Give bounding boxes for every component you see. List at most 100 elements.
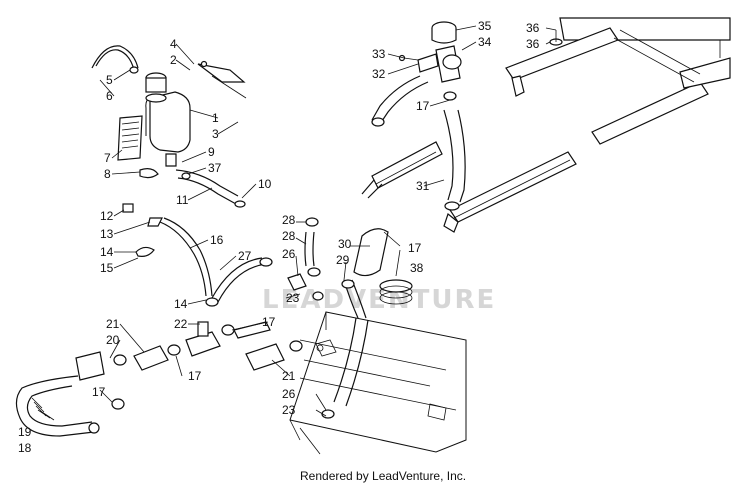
adapter-20 bbox=[75, 351, 105, 381]
tank-fitting bbox=[165, 153, 177, 167]
hose-31 bbox=[371, 75, 429, 125]
callout-20: 20 bbox=[106, 333, 120, 347]
frame-plate bbox=[289, 311, 467, 455]
leader-lines bbox=[99, 25, 557, 417]
callout-16: 16 bbox=[210, 233, 224, 247]
hose-21-right bbox=[245, 343, 285, 371]
clamp-30 bbox=[444, 201, 460, 211]
clamp-25 bbox=[259, 257, 273, 267]
callout-12: 12 bbox=[100, 209, 114, 223]
cooler-upper bbox=[371, 141, 443, 189]
callout-17e: 17 bbox=[416, 99, 430, 113]
callout-35: 36 bbox=[526, 37, 540, 51]
cooler-lower bbox=[449, 151, 577, 223]
fitting-13 bbox=[147, 217, 163, 227]
overflow-hose bbox=[175, 169, 239, 205]
callout-19: 19 bbox=[18, 425, 32, 439]
callout-11: 11 bbox=[176, 193, 189, 207]
clamp-10 bbox=[234, 200, 246, 208]
callout-36: 36 bbox=[526, 21, 540, 35]
clamp-17-bottom bbox=[111, 398, 125, 410]
watermark: LEADVENTURE bbox=[262, 285, 496, 315]
clamp-17-lower bbox=[289, 340, 303, 352]
callout-38: 38 bbox=[410, 261, 424, 275]
callout-34: 35 bbox=[478, 19, 492, 33]
spring-19 bbox=[31, 397, 55, 421]
clamp-17-left bbox=[113, 354, 127, 366]
callout-5: 5 bbox=[106, 73, 113, 87]
callout-31: 32 bbox=[372, 67, 386, 81]
clamp-28-right bbox=[341, 279, 355, 289]
callout-33: 34 bbox=[478, 35, 492, 49]
callout-1: 1 bbox=[212, 111, 219, 125]
clamp-28-top bbox=[305, 217, 319, 227]
callout-8: 8 bbox=[104, 167, 111, 181]
callout-30: 31 bbox=[416, 179, 430, 193]
clamp-28-mid bbox=[307, 267, 321, 277]
clamp-17-center bbox=[167, 344, 181, 356]
callout-37: 37 bbox=[208, 161, 222, 175]
callout-17b: 17 bbox=[188, 369, 202, 383]
thermostat-housing bbox=[398, 21, 462, 83]
decal-label bbox=[117, 115, 143, 161]
callout-21: 21 bbox=[106, 317, 120, 331]
callout-18: 18 bbox=[18, 441, 32, 455]
clamp-14b bbox=[205, 297, 219, 307]
radiator-frame bbox=[505, 17, 731, 145]
callout-32: 33 bbox=[372, 47, 386, 61]
hose-30 bbox=[443, 109, 466, 203]
hose-29 bbox=[353, 228, 389, 277]
screw-head bbox=[200, 60, 208, 68]
callout-14: 14 bbox=[100, 245, 114, 259]
tank-bracket bbox=[197, 63, 246, 83]
hose-25 bbox=[211, 257, 267, 303]
clamp-15 bbox=[135, 246, 155, 257]
footer-credit: Rendered by LeadVenture, Inc. bbox=[300, 469, 466, 483]
callout-3: 3 bbox=[212, 127, 219, 141]
callout-22: 22 bbox=[174, 317, 188, 331]
callout-26: 26 bbox=[282, 247, 296, 261]
callout-28b: 29 bbox=[336, 253, 350, 267]
hose-24 bbox=[333, 317, 369, 407]
spring-38 bbox=[379, 279, 413, 305]
callout-27: 28 bbox=[282, 229, 296, 243]
callout-23: 23 bbox=[286, 291, 300, 305]
y-fitting-neck bbox=[197, 321, 209, 337]
callout-10: 10 bbox=[258, 177, 272, 191]
callout-15: 15 bbox=[100, 261, 114, 275]
clamp-17-top bbox=[371, 117, 385, 127]
callout-14b: 14 bbox=[174, 297, 188, 311]
callout-2: 2 bbox=[170, 53, 177, 67]
clamp-18-end bbox=[88, 422, 100, 434]
callout-21b: 21 bbox=[282, 369, 296, 383]
tee-26 bbox=[287, 273, 307, 291]
callout-25: 27 bbox=[238, 249, 252, 263]
callout-17a: 17 bbox=[262, 315, 276, 329]
callout-6: 6 bbox=[106, 89, 113, 103]
clamp-17-thermo bbox=[443, 91, 457, 101]
callout-29: 30 bbox=[338, 237, 352, 251]
callout-7: 7 bbox=[104, 151, 111, 165]
callout-4: 4 bbox=[170, 37, 177, 51]
hose-27 bbox=[304, 231, 315, 267]
callout-17c: 17 bbox=[92, 385, 106, 399]
clamp-8 bbox=[139, 168, 159, 179]
cooler-stub bbox=[361, 179, 383, 199]
callout-9: 9 bbox=[208, 145, 215, 159]
callout-13: 13 bbox=[100, 227, 114, 241]
vent-clip bbox=[129, 66, 139, 74]
cooler-end bbox=[443, 212, 459, 233]
clamp-9 bbox=[181, 172, 191, 180]
cap-12 bbox=[122, 203, 134, 213]
hose-18 bbox=[15, 375, 95, 437]
vent-hose bbox=[91, 45, 139, 71]
overflow-tank bbox=[145, 72, 191, 153]
bypass-hose-16 bbox=[159, 217, 213, 297]
callout-23b: 23 bbox=[282, 403, 296, 417]
callout-17d: 17 bbox=[408, 241, 422, 255]
clamp-23-top bbox=[312, 291, 324, 301]
hose-21-left bbox=[133, 345, 169, 371]
callout-28a: 28 bbox=[282, 213, 296, 227]
clamp-23-bottom bbox=[321, 409, 335, 419]
